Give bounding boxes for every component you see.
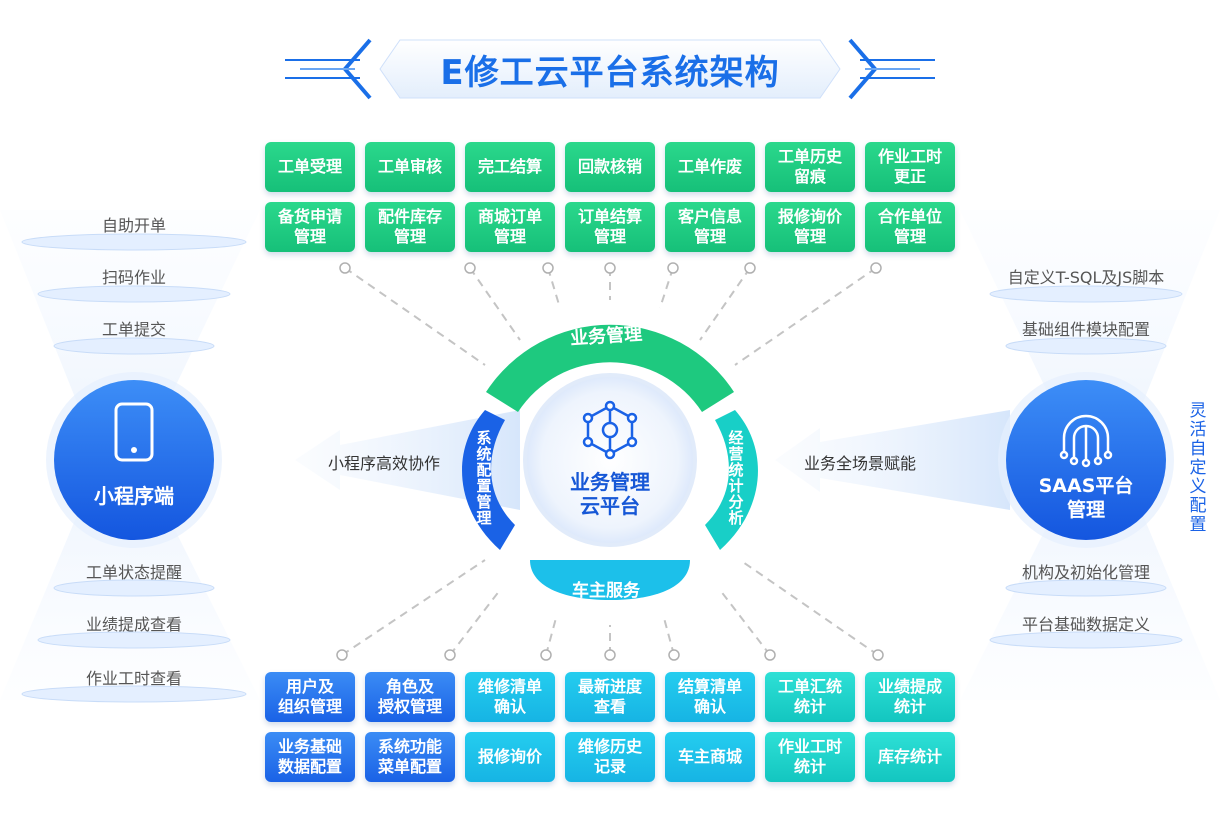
module-box: 库存统计 (865, 732, 955, 782)
right-feature: 自定义T-SQL及JS脚本 (1007, 268, 1165, 287)
left-feature: 扫码作业 (101, 268, 166, 287)
phone-icon (114, 402, 154, 462)
module-box: 作业工时 更正 (865, 142, 955, 192)
ring-left-label: 系统配置管理 (476, 429, 492, 527)
module-box: 业绩提成 统计 (865, 672, 955, 722)
vertical-config-text: 灵活自定义配置 (1189, 401, 1207, 535)
page-title: E修工云平台系统架构 (440, 52, 780, 93)
ring-owner (530, 560, 690, 600)
left-feature: 作业工时查看 (85, 669, 182, 688)
module-box: 合作单位 管理 (865, 202, 955, 252)
right-feature: 机构及初始化管理 (1021, 563, 1150, 582)
saas-label-line1: SAAS平台 (1038, 475, 1134, 497)
module-box: 维修历史 记录 (565, 732, 655, 782)
saas-label: SAAS平台 管理 (1026, 474, 1146, 522)
left-arrow-text: 小程序高效协作 (328, 454, 441, 473)
module-box: 报修询价 (465, 732, 555, 782)
circuit-brain-icon (1059, 414, 1113, 468)
module-box: 用户及 组织管理 (265, 672, 355, 722)
saas-label-line2: 管理 (1066, 499, 1105, 521)
module-box: 维修清单 确认 (465, 672, 555, 722)
module-box: 角色及 授权管理 (365, 672, 455, 722)
ring-bottom-label: 车主服务 (572, 581, 640, 601)
module-box: 完工结算 (465, 142, 555, 192)
module-box: 工单历史 留痕 (765, 142, 855, 192)
title-banner (285, 38, 935, 100)
module-box: 工单受理 (265, 142, 355, 192)
ring-stats (705, 410, 758, 550)
module-box: 备货申请 管理 (265, 202, 355, 252)
ring-right-label: 经营统计分析 (728, 429, 744, 527)
module-box: 商城订单 管理 (465, 202, 555, 252)
module-box: 结算清单 确认 (665, 672, 755, 722)
module-box: 配件库存 管理 (365, 202, 455, 252)
center-label: 业务管理 云平台 (548, 470, 672, 518)
module-box: 车主商城 (665, 732, 755, 782)
left-feature: 自助开单 (101, 216, 166, 235)
center-label-line1: 业务管理 (570, 470, 650, 494)
module-box: 回款核销 (565, 142, 655, 192)
miniapp-label: 小程序端 (94, 484, 174, 508)
left-feature: 工单提交 (101, 320, 166, 339)
right-arrow-text: 业务全场景赋能 (804, 454, 917, 473)
ring-business (486, 324, 734, 412)
module-box: 最新进度 查看 (565, 672, 655, 722)
module-box: 订单结算 管理 (565, 202, 655, 252)
ring-top-label: 业务管理 (569, 323, 643, 350)
module-box: 作业工时 统计 (765, 732, 855, 782)
ring-config (462, 410, 515, 550)
module-box: 客户信息 管理 (665, 202, 755, 252)
right-feature: 基础组件模块配置 (1021, 320, 1150, 339)
module-box: 系统功能 菜单配置 (365, 732, 455, 782)
module-box: 工单汇统 统计 (765, 672, 855, 722)
center-label-line2: 云平台 (580, 494, 640, 518)
module-box: 工单审核 (365, 142, 455, 192)
network-hexagon-icon (582, 400, 638, 460)
module-box: 工单作废 (665, 142, 755, 192)
left-feature: 工单状态提醒 (85, 563, 182, 582)
module-box: 业务基础 数据配置 (265, 732, 355, 782)
module-box: 报修询价 管理 (765, 202, 855, 252)
left-feature: 业绩提成查看 (85, 615, 182, 634)
right-feature: 平台基础数据定义 (1021, 615, 1150, 634)
